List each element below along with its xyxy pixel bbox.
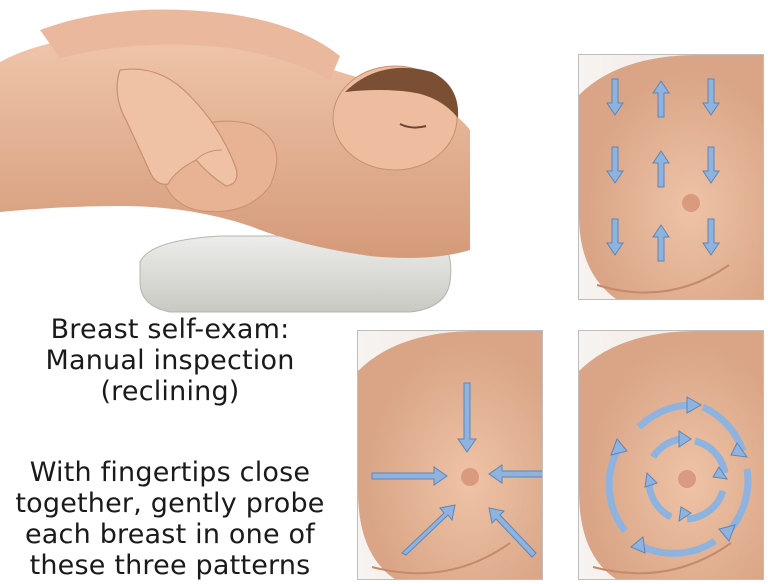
breast-shape [579, 55, 764, 300]
caption-instruction-line-4: these three patterns [0, 550, 340, 581]
caption-title: Breast self-exam: Manual inspection (rec… [0, 314, 340, 407]
breast-shape [358, 331, 543, 580]
vertical-pattern-panel [578, 54, 764, 300]
caption-title-line-1: Breast self-exam: [0, 314, 340, 345]
nipple-shape [678, 470, 696, 488]
nipple-shape [461, 468, 479, 486]
reclining-woman-illustration [0, 0, 470, 320]
caption-instruction-line-1: With fingertips close [0, 457, 340, 488]
caption-title-line-3: (reclining) [0, 376, 340, 407]
radial-pattern-panel [357, 330, 543, 580]
caption-instructions: With fingertips close together, gently p… [0, 457, 340, 581]
circular-pattern-panel [578, 330, 764, 580]
caption-instruction-line-2: together, gently probe [0, 488, 340, 519]
nipple-shape [682, 194, 700, 212]
caption-instruction-line-3: each breast in one of [0, 519, 340, 550]
caption-title-line-2: Manual inspection [0, 345, 340, 376]
